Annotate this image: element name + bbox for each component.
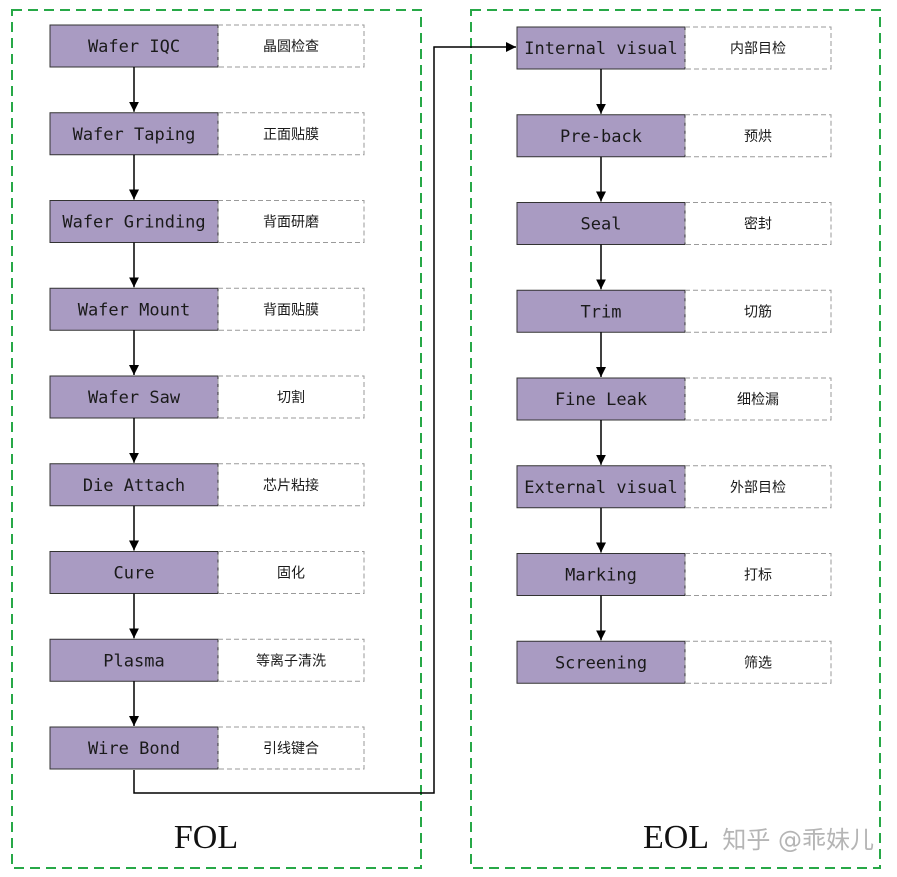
step-label: Wafer Taping [73, 125, 196, 145]
process-step: Die Attach 芯片粘接 [49, 463, 365, 551]
step-label: Plasma [103, 651, 164, 671]
step-label: Die Attach [83, 476, 185, 496]
step-label: Wafer IQC [88, 37, 180, 57]
process-step: Screening 筛选 [516, 640, 832, 684]
eol-steps: Internal visual 内部目检 Pre-back 预烘 Seal 密封 Trim 切… [516, 26, 832, 684]
step-cn-label: 内部目检 [730, 41, 786, 57]
step-cn-label: 引线键合 [263, 741, 319, 757]
step-label: Marking [565, 566, 637, 586]
step-label: Wire Bond [88, 739, 180, 759]
step-label: External visual [524, 478, 678, 498]
step-box [49, 551, 219, 594]
step-label: Pre-back [560, 127, 642, 147]
eol-section-label: EOL [643, 819, 709, 856]
step-cn-label: 背面研磨 [263, 215, 319, 231]
process-step: Marking 打标 [516, 553, 832, 641]
step-cn-box [684, 114, 832, 158]
eol-section-border [470, 9, 881, 869]
step-label: Seal [581, 215, 622, 235]
step-cn-label: 细检漏 [737, 392, 779, 408]
watermark: 知乎 @乖妹儿 [722, 826, 874, 854]
step-box [516, 202, 686, 245]
step-label: Wafer Saw [88, 388, 181, 408]
step-cn-box [684, 553, 832, 596]
process-step: Internal visual 内部目检 [516, 26, 832, 114]
process-step: Trim 切筋 [516, 289, 832, 377]
step-label: Wafer Mount [78, 300, 191, 320]
step-cn-box [217, 200, 365, 243]
process-step: Pre-back 预烘 [516, 114, 832, 202]
step-cn-box [217, 24, 365, 68]
step-cn-label: 切筋 [744, 303, 772, 320]
step-cn-label: 背面贴膜 [263, 302, 319, 318]
process-step: Wafer Taping 正面贴膜 [49, 112, 365, 200]
process-step: Wafer IQC 晶圆检查 [49, 24, 365, 112]
step-cn-box [684, 26, 832, 70]
step-cn-label: 固化 [277, 566, 305, 582]
fol-steps: Wafer IQC 晶圆检查 Wafer Taping 正面贴膜 Wafer Grind… [49, 24, 365, 770]
step-cn-box [684, 465, 832, 509]
step-box [516, 114, 686, 158]
step-cn-box [217, 112, 365, 156]
step-cn-label: 预烘 [744, 129, 772, 145]
step-box [516, 26, 686, 70]
process-step: Wafer Mount 背面贴膜 [49, 287, 365, 375]
step-label: Wafer Grinding [62, 213, 205, 233]
step-label: Screening [555, 653, 647, 673]
step-cn-label: 晶圆检查 [263, 39, 319, 55]
step-cn-box [217, 375, 365, 419]
process-step: External visual 外部目检 [516, 465, 832, 553]
step-cn-box [217, 551, 365, 594]
step-cn-label: 切割 [277, 389, 305, 406]
step-box [516, 377, 686, 421]
step-cn-box [684, 640, 832, 684]
step-box [49, 375, 219, 419]
step-cn-label: 密封 [744, 216, 772, 233]
step-label: Fine Leak [555, 390, 647, 410]
step-cn-box [684, 377, 832, 421]
step-cn-label: 等离子清洗 [256, 652, 326, 669]
step-cn-box [217, 726, 365, 770]
step-box [516, 289, 686, 333]
step-cn-box [217, 638, 365, 682]
step-label: Internal visual [524, 39, 678, 59]
step-cn-box [217, 287, 365, 331]
step-label: Cure [114, 564, 155, 584]
step-cn-box [684, 289, 832, 333]
process-step: Wire Bond 引线键合 [49, 726, 365, 770]
fol-section-label: FOL [174, 819, 238, 856]
step-box [516, 465, 686, 509]
process-step: Wafer Grinding 背面研磨 [49, 200, 365, 288]
fol-section-border [11, 9, 422, 869]
process-step: Plasma 等离子清洗 [49, 638, 365, 726]
step-cn-label: 筛选 [744, 655, 772, 671]
process-step: Fine Leak 细检漏 [516, 377, 832, 465]
step-box [516, 553, 686, 596]
step-cn-box [217, 463, 365, 507]
step-cn-box [684, 202, 832, 245]
process-step: Wafer Saw 切割 [49, 375, 365, 463]
step-box [49, 726, 219, 770]
step-cn-label: 打标 [744, 567, 772, 584]
step-cn-label: 正面贴膜 [263, 127, 319, 143]
process-step: Seal 密封 [516, 202, 832, 290]
step-box [516, 640, 686, 684]
step-cn-label: 外部目检 [730, 480, 786, 496]
process-step: Cure 固化 [49, 551, 365, 639]
step-cn-label: 芯片粘接 [263, 477, 319, 494]
step-box [49, 638, 219, 682]
section-connector-arrow [133, 42, 516, 794]
step-label: Trim [581, 302, 622, 322]
